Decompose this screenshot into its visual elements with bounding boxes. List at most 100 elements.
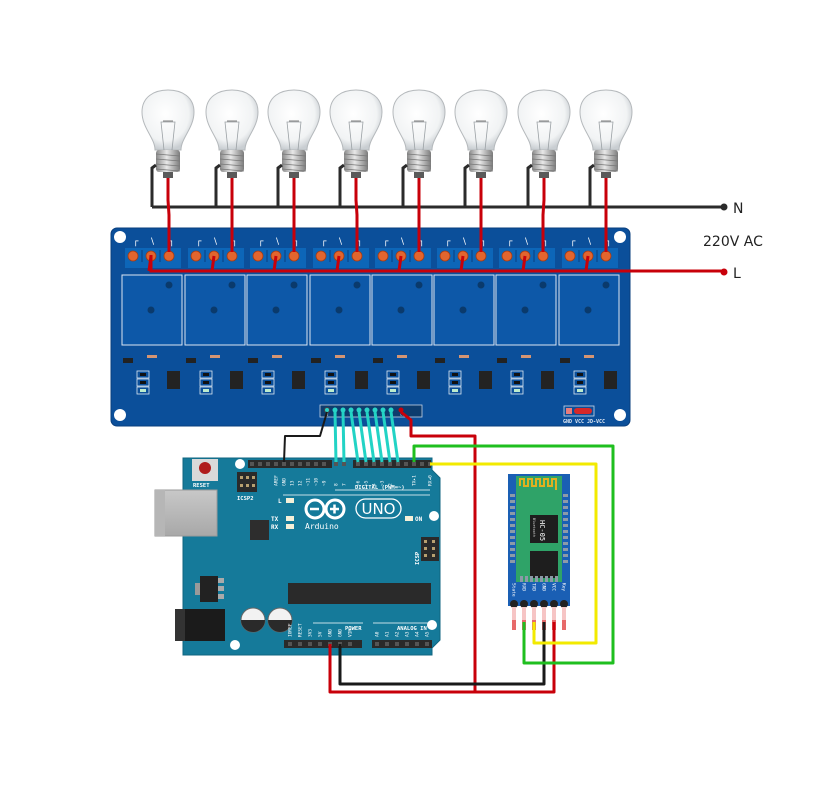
lamp-5: [392, 89, 446, 207]
digital-header-pin: [282, 462, 286, 466]
status-led: [390, 389, 396, 392]
bt-bottom-pad: [520, 576, 523, 582]
l-rail-tap-4: [335, 255, 341, 272]
bulb-filament-support: [598, 121, 614, 151]
smd-pad: [324, 378, 338, 387]
terminal-symbol-nc: ┌: [445, 237, 451, 247]
l-rail-tap-1: [147, 255, 153, 272]
antenna-icon: [519, 478, 557, 490]
optocoupler: [292, 371, 305, 389]
bulb-glass: [517, 89, 571, 151]
reset-label: RESET: [193, 483, 210, 489]
line-label: L: [733, 266, 741, 282]
bulb-filament-support: [473, 121, 489, 151]
resistor: [397, 355, 407, 358]
analog-pin-label: A1: [385, 631, 391, 637]
smd-component: [577, 373, 583, 376]
resistor: [147, 355, 157, 358]
bt-side-pad: [510, 500, 515, 503]
relay-pin-dot: [602, 281, 610, 289]
bulb-glass: [454, 89, 508, 151]
digital-header-pin: [356, 462, 360, 466]
jumper-label-gnd: GND: [563, 419, 572, 425]
smd-component: [390, 373, 396, 376]
jd-vcc-jumper-frame: [563, 405, 595, 417]
digital-pin-label: ~10: [314, 478, 320, 486]
lamp-neutral-wire: [214, 163, 221, 207]
bulb-thread: [343, 153, 369, 157]
signal-wire-in3: [349, 411, 360, 463]
digital-pin-label: ~5: [364, 480, 370, 486]
bulb-contact: [289, 172, 299, 178]
icsp2-pin: [246, 484, 249, 487]
bulb-filament-support: [411, 121, 427, 151]
screw-terminal: [288, 250, 300, 262]
relay-module: ┌\┐┌\┐┌\┐┌\┐┌\┐┌\┐┌\┐┌\┐ GND VCC JD-VCC …: [110, 227, 631, 427]
usb-b-connector: [154, 489, 218, 537]
smd-component: [140, 381, 146, 384]
relay-gnd-wire: [283, 411, 328, 463]
transistor: [123, 358, 133, 363]
bt-side-pad: [510, 554, 515, 557]
digital-pin-label: RX◂0: [428, 475, 434, 486]
bulb-filament-support: [536, 121, 552, 151]
bulb-thread: [593, 163, 619, 167]
jumper-cap: [574, 408, 592, 414]
neutral-terminal-dot: [720, 203, 728, 211]
status-led: [140, 389, 146, 392]
resistor: [584, 355, 594, 358]
icsp2-pin: [252, 484, 255, 487]
digital-pin-label: 2: [388, 483, 394, 486]
regulator-pin: [218, 594, 224, 599]
smd-pad: [386, 370, 400, 379]
terminal-symbol-com: \: [339, 237, 343, 247]
power-header: [284, 640, 362, 648]
terminal-symbol-com: \: [276, 237, 280, 247]
bulb-filament-support: [160, 121, 176, 151]
reset-button-cap[interactable]: [199, 462, 211, 474]
analog-pin-label: A5: [425, 631, 431, 637]
mount-hole: [114, 409, 126, 421]
bulb-glass: [141, 89, 195, 151]
signal-wire-in5: [365, 411, 376, 463]
smd-pad: [199, 386, 213, 395]
smd-pad: [573, 378, 587, 387]
led-rx-label: RX: [271, 524, 279, 531]
digital-pin-label: 8: [334, 483, 340, 486]
relay-input-pin-in5: [364, 407, 370, 413]
bulb-glass: [579, 89, 633, 151]
lamp-to-relay-wire-4: [354, 178, 359, 252]
digital-header-pin: [364, 462, 368, 466]
relay-pin-dot: [210, 306, 218, 314]
bt-header-pin-txd: [530, 600, 538, 608]
bulb-thread: [468, 158, 494, 162]
icsp-pin: [424, 540, 427, 543]
relay-pin-dot: [397, 306, 405, 314]
l-rail-tap-2: [210, 255, 216, 272]
resistor: [459, 355, 469, 358]
screw-terminal: [226, 250, 238, 262]
bt-side-pad: [563, 548, 568, 551]
mount-hole: [235, 459, 245, 469]
logo-left-ring: [304, 498, 326, 520]
bulb-contact: [414, 172, 424, 178]
status-led: [577, 389, 583, 392]
terminal-symbol-no: ┐: [168, 237, 174, 247]
bt-side-pad: [563, 518, 568, 521]
bt-bottom-pad: [545, 576, 548, 582]
lamp-neutral-wire: [338, 163, 345, 207]
capacitor-stripe: [268, 620, 292, 632]
smd-pad: [386, 378, 400, 387]
led-l: [286, 498, 294, 503]
bulb-thread: [219, 158, 245, 162]
terminal-symbol-nc: ┌: [196, 237, 202, 247]
bulb-thread: [531, 163, 557, 167]
bt-bottom-pad: [555, 576, 558, 582]
terminal-symbol-nc: ┌: [258, 237, 264, 247]
optocoupler: [541, 371, 554, 389]
capacitor-stripe: [241, 620, 265, 632]
lamp-8: [579, 89, 633, 207]
bt-side-pad: [563, 530, 568, 533]
lamp-neutral-wire: [401, 163, 408, 207]
rx-to-txd-wire: [430, 462, 598, 645]
